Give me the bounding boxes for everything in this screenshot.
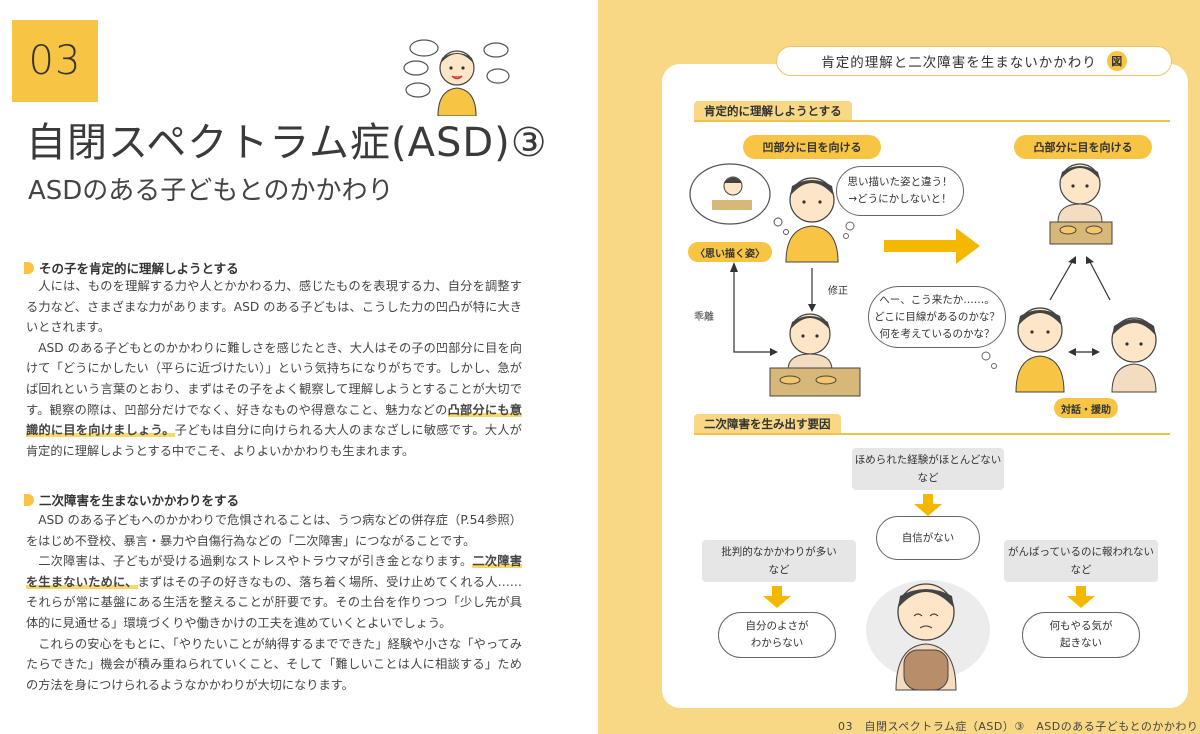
text-run: 二次障害は、子どもが受ける過剰なストレスやトラウマが引き金となります。 [38, 554, 473, 569]
child-illustration [403, 39, 510, 116]
sad-child-illustration [866, 580, 990, 691]
label-fix: 修正 [828, 286, 848, 297]
label-ideal: 〈思い描く姿〉 [688, 242, 772, 262]
arrow-down-icon [914, 494, 942, 516]
section1-paragraph: 人には、ものを理解する力や人とかかわる力、感じたものを表現する力、自分を調整する… [26, 279, 522, 335]
child-illustration [1049, 163, 1113, 245]
arrow-down-icon [1067, 586, 1095, 608]
effect-selfworth: 自分のよさが わからない [718, 612, 836, 658]
band2-rule [694, 433, 1170, 435]
pill-concave: 凹部分に目を向ける [743, 135, 881, 159]
text-run: ASD のある子どもとのかかわりに難しさを感じたとき、大人はその子の凹部分に目を… [26, 340, 522, 417]
arrow-right-icon [884, 228, 980, 264]
bubble-ideal: 思い描いた姿と違う！ →どうにかしないと！ [836, 166, 964, 216]
cause-effort: がんばっているのに報われない など [1004, 540, 1158, 582]
text-run: まずはその子の好きなもの、落ち着く場所、受け止めてくれる人……それらが常に基盤に… [26, 574, 522, 630]
section2-body: ASD のある子どもへのかかわりで危惧されることは、うつ病などの併存症（P.54… [26, 510, 522, 695]
section2-paragraph: これらの安心をもとに、「やりたいことが納得するまでできた」経験や小さな「やってみ… [26, 636, 522, 692]
cause-praise: ほめられた経験がほとんどない など [852, 448, 1004, 490]
label-dialog: 対話・援助 [1054, 398, 1118, 418]
arrow-down-icon [763, 586, 791, 608]
chapter-number: 03 [28, 38, 82, 84]
section1-heading-text: その子を肯定的に理解しようとする [39, 261, 239, 276]
chapter-number-tab: 03 [12, 20, 98, 102]
section2-heading-text: 二次障害を生まないかかわりをする [39, 493, 240, 508]
section2-heading: 二次障害を生まないかかわりをする [24, 490, 239, 509]
pill-convex: 凸部分に目を向ける [1014, 135, 1152, 159]
adult-illustration [785, 177, 839, 263]
effect-motivation: 何もやる気が 起きない [1022, 612, 1140, 658]
heading-marker-icon [24, 261, 34, 274]
section2-paragraph: ASD のある子どもへのかかわりで危惧されることは、うつ病などの併存症（P.54… [26, 513, 522, 548]
section1-body: 人には、ものを理解する力や人とかかわる力、感じたものを表現する力、自分を調整する… [26, 276, 522, 461]
figure-title: 肯定的理解と二次障害を生まないかかわり [821, 55, 1097, 71]
page-subtitle: ASDのある子どもとのかかわり [28, 176, 394, 206]
page-footer: 03 自閉スペクトラム症（ASD）③ ASDのある子どもとのかかわり [838, 720, 1199, 733]
band2-label: 二次障害を生み出す要因 [694, 414, 841, 434]
label-gap: 乖離 [694, 312, 714, 323]
section1-paragraph: ASD のある子どもとのかかわりに難しさを感じたとき、大人はその子の凹部分に目を… [26, 338, 522, 462]
cause-criticism: 批判的なかかわりが多い など [702, 540, 856, 582]
text-run: 子どもは自分に向けられる大人のまなざしに敏感です。大人が肯定的に理解しようとする… [26, 423, 522, 458]
page-title: 自閉スペクトラム症(ASD)③ [26, 120, 548, 166]
child-illustration [769, 313, 861, 397]
bubble-curious: へー、こう来たか……。 どこに目線があるのかな？ 何を考えているのかな？ [868, 286, 1006, 348]
heading-marker-icon [24, 493, 34, 506]
section2-paragraph: 二次障害は、子どもが受ける過剰なストレスやトラウマが引き金となります。二次障害を… [26, 551, 522, 633]
figure-title-box: 肯定的理解と二次障害を生まないかかわり 図 [776, 46, 1172, 76]
section1-heading: その子を肯定的に理解しようとする [24, 258, 239, 277]
child-illustration [1111, 317, 1157, 393]
band1-label: 肯定的に理解しようとする [694, 101, 852, 121]
adult-illustration [1015, 307, 1065, 393]
effect-confidence: 自信がない [876, 516, 980, 560]
figure-badge: 図 [1106, 51, 1127, 71]
band1-rule [694, 120, 1170, 122]
thought-cloud-icon [689, 163, 789, 235]
left-page: 03 自閉スペクトラム症(ASD)③ ASDのある子どもとのかかわり その子を肯… [0, 0, 598, 734]
